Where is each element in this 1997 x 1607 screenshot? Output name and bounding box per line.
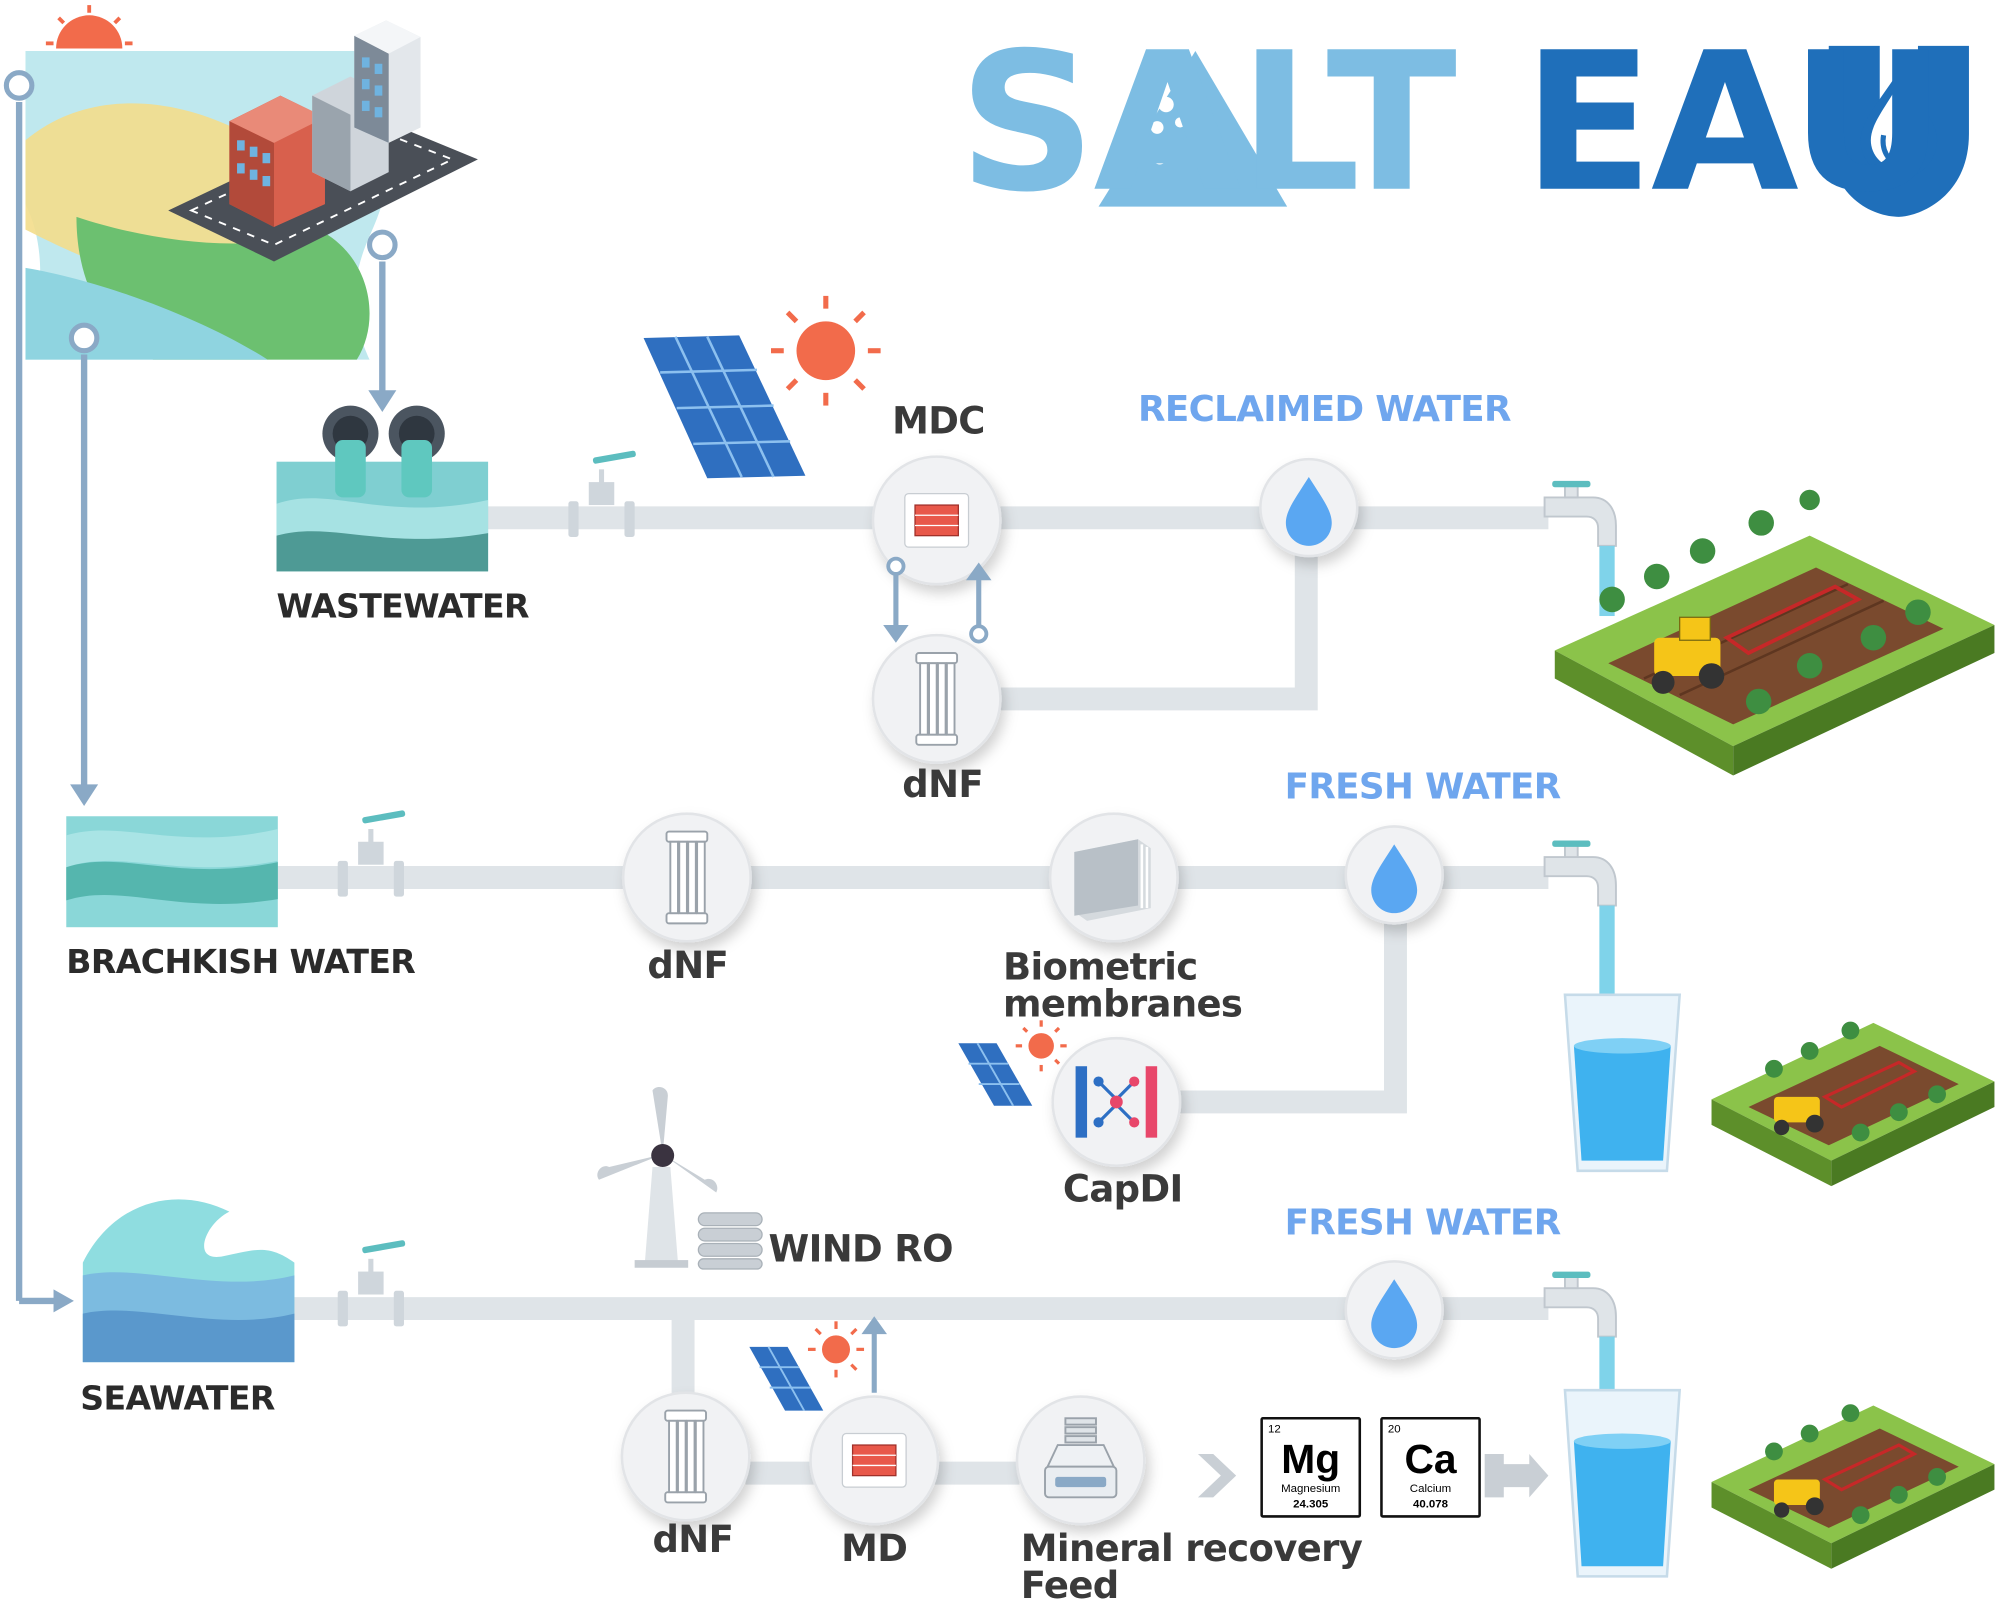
element-number: 12 [1268, 1422, 1281, 1435]
label-mineral-recovery: Mineral recovery Feed [1020, 1526, 1363, 1607]
element-mass: 40.078 [1412, 1497, 1449, 1511]
farm-large [1554, 489, 1995, 776]
element-name: Magnesium [1281, 1482, 1341, 1495]
logo-droplet-u [1828, 45, 1969, 217]
element-number: 20 [1387, 1422, 1401, 1435]
feed-connectors [15, 102, 386, 1305]
label-dnf-brackish: dNF [647, 943, 729, 988]
label-wind-ro: WIND RO [768, 1226, 953, 1271]
element-symbol: Mg [1281, 1436, 1341, 1483]
taps [1543, 483, 1617, 1338]
label-dnf-waste: dNF [902, 762, 984, 807]
sun-large [771, 295, 881, 406]
solar-panel-small-2 [749, 1321, 865, 1412]
logo-salt: SALT [958, 28, 1457, 219]
label-fresh-water-2: FRESH WATER [1284, 1201, 1562, 1244]
farm-small [1711, 1404, 1995, 1569]
label-fresh-water-1: FRESH WATER [1284, 765, 1562, 808]
logo-eau-text: EAU [1522, 12, 1946, 235]
brackish-tank [66, 816, 278, 928]
water-glass-1 [1563, 993, 1682, 1173]
water-glass-2 [1563, 1388, 1682, 1578]
label-wastewater: WASTEWATER [276, 587, 530, 627]
logo-eau: EAU [1523, 28, 1946, 219]
element-symbol: Ca [1404, 1436, 1457, 1483]
element-mass: 24.305 [1293, 1497, 1329, 1511]
label-brackish-water: BRACHKISH WATER [66, 943, 416, 983]
ro-membrane-stack [697, 1212, 763, 1270]
mineral-flow-arrows [1197, 1453, 1549, 1498]
element-name: Calcium [1409, 1482, 1452, 1495]
wastewater-tank [276, 405, 489, 572]
label-biometric-line1: Biometric [1002, 945, 1198, 989]
solar-panel-small-1 [958, 1020, 1067, 1107]
label-biometric-membranes: Biometric membranes [1002, 945, 1243, 1026]
label-mdc: MDC [892, 399, 985, 443]
seawater-tank [82, 1199, 295, 1363]
label-seawater: SEAWATER [80, 1379, 275, 1419]
element-card-magnesium: 12 Mg Magnesium 24.305 [1260, 1416, 1362, 1518]
label-capdi: CapDI [1062, 1166, 1183, 1211]
label-reclaimed-water: RECLAIMED WATER [1138, 387, 1511, 430]
label-dnf-sea: dNF [652, 1517, 734, 1562]
label-biometric-line2: membranes [1002, 982, 1243, 1026]
label-mineral-line1: Mineral recovery [1020, 1526, 1363, 1571]
label-mineral-line2: Feed [1020, 1563, 1119, 1607]
farm-medium [1711, 1021, 1995, 1187]
label-md: MD [841, 1526, 908, 1571]
solar-panel-large [643, 335, 806, 479]
valves [337, 469, 635, 1327]
city-illustration [25, 5, 478, 360]
wind-turbine [597, 1086, 718, 1268]
element-card-calcium: 20 Ca Calcium 40.078 [1380, 1416, 1481, 1518]
logo-mountain-a [1098, 51, 1288, 207]
logo-salt-text: SALT [958, 12, 1457, 235]
